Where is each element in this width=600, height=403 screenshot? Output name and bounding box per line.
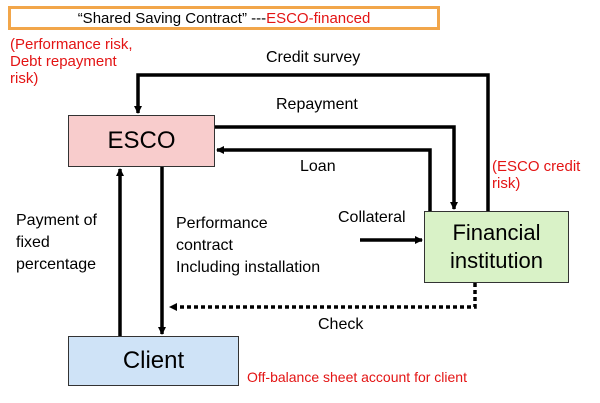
financial-risk-line-1: (ESCO credit bbox=[492, 158, 581, 175]
financial-institution-node: Financial institution bbox=[424, 211, 569, 283]
off-balance-footnote: Off-balance sheet account for client bbox=[247, 369, 467, 385]
title-prefix: “Shared Saving Contract” --- bbox=[77, 9, 267, 27]
client-node: Client bbox=[68, 336, 239, 386]
title-highlight: ESCO-financed bbox=[266, 9, 371, 27]
performance-contract-label: Performance contract Including installat… bbox=[176, 213, 320, 279]
client-label: Client bbox=[122, 347, 185, 374]
esco-risk-note: (Performance risk, Debt repayment risk) bbox=[10, 36, 133, 87]
financial-label-line-1: Financial bbox=[452, 220, 541, 245]
payment-line-1: Payment of bbox=[16, 212, 97, 229]
financial-risk-line-2: risk) bbox=[492, 175, 521, 192]
loan-arrow bbox=[216, 146, 432, 211]
check-label: Check bbox=[318, 316, 364, 333]
performance-line-3: Including installation bbox=[176, 259, 321, 276]
loan-label: Loan bbox=[300, 158, 336, 175]
payment-label: Payment of fixed percentage bbox=[16, 210, 97, 276]
diagram-title: “Shared Saving Contract” --- ESCO-financ… bbox=[8, 6, 440, 30]
financial-risk-note: (ESCO credit risk) bbox=[492, 158, 580, 192]
payment-line-2: fixed bbox=[16, 234, 50, 251]
credit-survey-label: Credit survey bbox=[266, 49, 361, 66]
esco-node: ESCO bbox=[68, 115, 215, 167]
performance-line-1: Performance bbox=[176, 215, 268, 232]
esco-label: ESCO bbox=[107, 127, 176, 154]
financial-label-line-2: institution bbox=[450, 248, 543, 273]
performance-line-2: contract bbox=[176, 237, 233, 254]
repayment-label: Repayment bbox=[276, 96, 358, 113]
check-arrow bbox=[169, 283, 477, 311]
esco-risk-line-1: (Performance risk, bbox=[10, 36, 133, 53]
payment-line-3: percentage bbox=[16, 256, 97, 273]
repayment-arrow bbox=[215, 125, 458, 210]
credit-survey-arrow bbox=[134, 73, 490, 211]
collateral-label: Collateral bbox=[338, 209, 406, 226]
esco-risk-line-2: Debt repayment bbox=[10, 53, 117, 70]
esco-risk-line-3: risk) bbox=[10, 70, 39, 87]
